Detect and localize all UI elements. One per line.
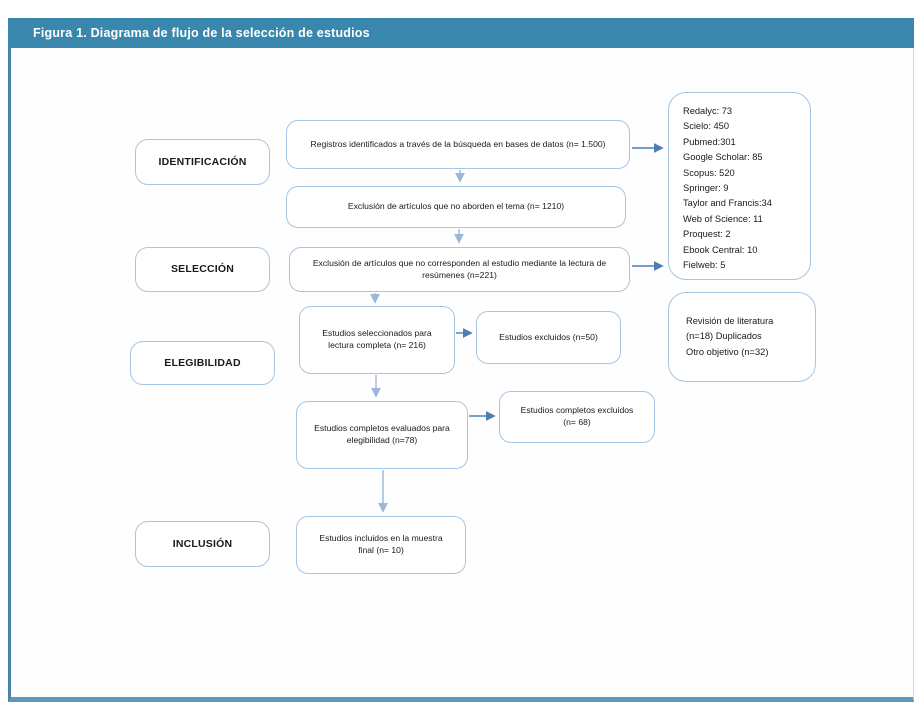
stage-inclusion: INCLUSIÓN xyxy=(135,521,270,567)
box-exclusion-resumenes: Exclusión de artículos que no correspond… xyxy=(289,247,630,292)
box-completos-excluidos: Estudios completos excluidos (n= 68) xyxy=(499,391,655,443)
box-incluidos-final: Estudios incluidos en la muestra final (… xyxy=(296,516,466,574)
panel-databases: Redalyc: 73 Scielo: 450 Pubmed:301 Googl… xyxy=(668,92,811,280)
panel-exclusion-reasons: Revisión de literatura (n=18) Duplicados… xyxy=(668,292,816,382)
stage-elegibilidad: ELEGIBILIDAD xyxy=(130,341,275,385)
stage-identificacion: IDENTIFICACIÓN xyxy=(135,139,270,185)
figure-caption-bar: Figura 1. Diagrama de flujo de la selecc… xyxy=(8,18,914,48)
box-completos-evaluados: Estudios completos evaluados para elegib… xyxy=(296,401,468,469)
figure-title: Figura 1. Diagrama de flujo de la selecc… xyxy=(33,26,370,40)
box-estudios-excluidos: Estudios excluidos (n=50) xyxy=(476,311,621,364)
box-registros-identificados: Registros identificados a través de la b… xyxy=(286,120,630,169)
box-seleccionados-lectura: Estudios seleccionados para lectura comp… xyxy=(299,306,455,374)
stage-seleccion: SELECCIÓN xyxy=(135,247,270,292)
box-exclusion-tema: Exclusión de artículos que no aborden el… xyxy=(286,186,626,228)
